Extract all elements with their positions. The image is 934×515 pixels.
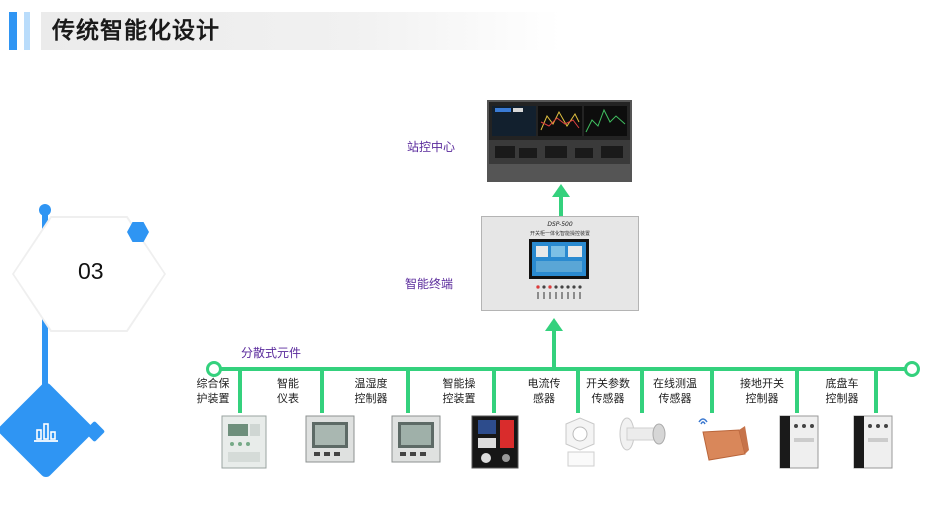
bus-label: 分散式元件 — [241, 346, 302, 360]
bus-end-left — [206, 361, 222, 377]
section-number: 03 — [78, 258, 104, 284]
bus-tick — [492, 367, 496, 413]
station-center-label: 站控中心 — [407, 140, 456, 154]
component-caption: 底盘车控制器 — [825, 377, 859, 405]
bus-tick — [576, 367, 580, 413]
header-accent-bar-light — [24, 12, 30, 50]
header-accent-bar — [9, 12, 17, 50]
component-caption: 智能仪表 — [277, 377, 299, 405]
switch-sensor-icon — [619, 417, 666, 451]
component-caption: 开关参数传感器 — [586, 377, 630, 405]
arrow-up-icon — [552, 184, 570, 216]
bus-end-right — [904, 361, 920, 377]
current-sensor-icon — [565, 417, 595, 467]
bus-tick — [238, 367, 242, 413]
component-caption: 电流传感器 — [527, 377, 561, 405]
bus-tick — [406, 367, 410, 413]
bus-line — [217, 367, 911, 371]
terminal-panel-icon — [529, 239, 589, 299]
bar-chart-icon — [34, 423, 58, 442]
page-title: 传统智能化设计 — [52, 18, 220, 44]
bus-tick — [320, 367, 324, 413]
smart-terminal-image: DSP-500 开关柜一体化智能操控装置 — [481, 216, 639, 311]
header-band — [41, 12, 561, 50]
terminal-model: DSP-500 — [547, 221, 573, 228]
arrow-up-icon — [545, 318, 563, 369]
bus-tick — [710, 367, 714, 413]
temperature-sensor-icon — [698, 418, 749, 461]
smart-terminal-label: 智能终端 — [405, 277, 454, 291]
component-caption: 综合保护装置 — [196, 377, 230, 405]
bus-tick — [795, 367, 799, 413]
bus-tick — [874, 367, 878, 413]
smart-meter-icon — [305, 415, 355, 463]
small-hexagon — [127, 222, 149, 242]
control-room-image — [487, 100, 632, 182]
component-caption: 接地开关控制器 — [740, 377, 784, 405]
component-caption: 智能操控装置 — [442, 377, 476, 405]
smart-operation-device-icon — [471, 415, 519, 469]
timeline-dot — [39, 204, 51, 216]
protection-relay-icon — [221, 415, 267, 469]
component-caption: 温湿度控制器 — [354, 377, 388, 405]
chassis-controller-icon — [853, 415, 893, 469]
humidity-controller-icon — [391, 415, 441, 463]
terminal-subtitle: 开关柜一体化智能操控装置 — [529, 231, 590, 237]
grounding-switch-controller-icon — [779, 415, 819, 469]
component-caption: 在线测温传感器 — [653, 377, 697, 405]
bus-tick — [640, 367, 644, 413]
